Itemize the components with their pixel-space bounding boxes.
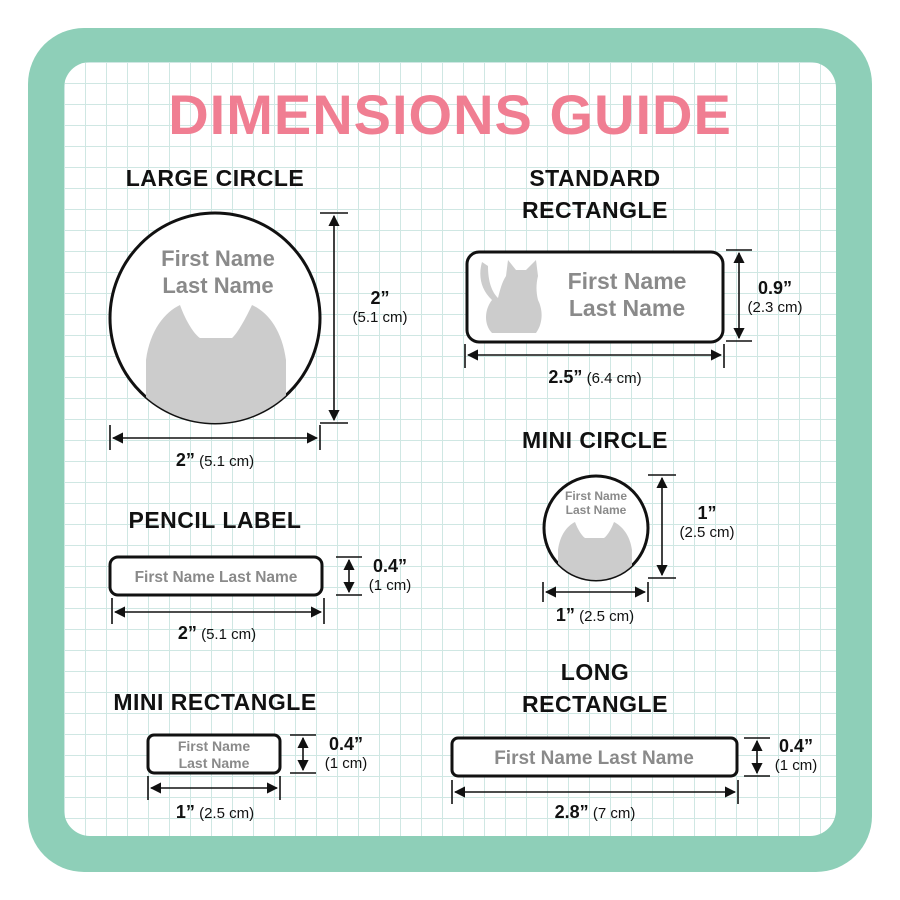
standard-rectangle-width-text: 2.5” (6.4 cm) <box>548 367 642 387</box>
large-circle-width-text: 2” (5.1 cm) <box>175 450 255 470</box>
pencil-label: First Name Last Name <box>108 555 324 597</box>
standard-rectangle-label: First Name Last Name <box>465 250 725 344</box>
mini-rectangle-width-text: 1” (2.5 cm) <box>175 802 255 822</box>
mini-rectangle-last-name: Last Name <box>179 755 250 771</box>
large-circle-height-text: 2” (5.1 cm) <box>352 288 408 326</box>
standard-rectangle-heading-line1: STANDARD <box>529 165 661 191</box>
mini-circle-heading: MINI CIRCLE <box>521 427 669 453</box>
mini-circle-label: First Name Last Name <box>542 474 650 582</box>
standard-rectangle-height-text: 0.9” (2.3 cm) <box>747 278 803 316</box>
long-rectangle-height-text: 0.4” (1 cm) <box>774 736 818 774</box>
long-rectangle-heading-line1: LONG <box>560 659 630 685</box>
long-rectangle-name: First Name Last Name <box>494 748 694 769</box>
long-rectangle-width-text: 2.8” (7 cm) <box>554 802 636 822</box>
long-rectangle-heading: LONG RECTANGLE <box>480 656 710 720</box>
long-rectangle-heading-line2: RECTANGLE <box>522 691 668 717</box>
grid-panel <box>64 62 836 836</box>
cat-ears-icon <box>558 522 632 580</box>
mini-rectangle-first-name: First Name <box>178 738 251 754</box>
long-rectangle-label: First Name Last Name <box>450 736 739 778</box>
mini-rectangle-heading: MINI RECTANGLE <box>113 689 317 715</box>
large-circle-last-name: Last Name <box>162 273 273 298</box>
large-circle-first-name: First Name <box>161 246 275 271</box>
cat-ears-icon <box>146 305 286 423</box>
mini-circle-width-text: 1” (2.5 cm) <box>555 605 635 625</box>
standard-rectangle-first-name: First Name <box>568 268 687 294</box>
large-circle-dimension-lines <box>109 212 348 450</box>
mini-circle-last-name: Last Name <box>566 503 627 517</box>
large-circle-heading: LARGE CIRCLE <box>125 165 305 191</box>
mini-circle-first-name: First Name <box>565 489 627 503</box>
mini-circle-dimension-lines <box>542 474 676 602</box>
sitting-cat-icon <box>480 260 542 333</box>
pencil-label-dimension-lines <box>111 556 362 624</box>
long-rectangle-dimension-lines <box>451 737 770 804</box>
standard-rectangle-heading: STANDARD RECTANGLE <box>470 162 720 226</box>
mini-rectangle-dimension-lines <box>147 734 316 800</box>
pencil-label-width-text: 2” (5.1 cm) <box>177 623 257 643</box>
standard-rectangle-dimension-lines <box>464 249 752 368</box>
standard-rectangle-heading-line2: RECTANGLE <box>522 197 668 223</box>
pencil-label-name: First Name Last Name <box>135 569 298 586</box>
page-title: DIMENSIONS GUIDE <box>168 83 732 146</box>
standard-rectangle-last-name: Last Name <box>569 295 685 321</box>
mini-rectangle-label: First Name Last Name <box>146 733 282 775</box>
mini-circle-height-text: 1” (2.5 cm) <box>679 503 735 541</box>
pencil-label-height-text: 0.4” (1 cm) <box>368 556 412 594</box>
large-circle-label: First Name Last Name <box>108 211 322 425</box>
pencil-label-heading: PENCIL LABEL <box>128 507 302 533</box>
mini-rectangle-height-text: 0.4” (1 cm) <box>324 734 368 772</box>
